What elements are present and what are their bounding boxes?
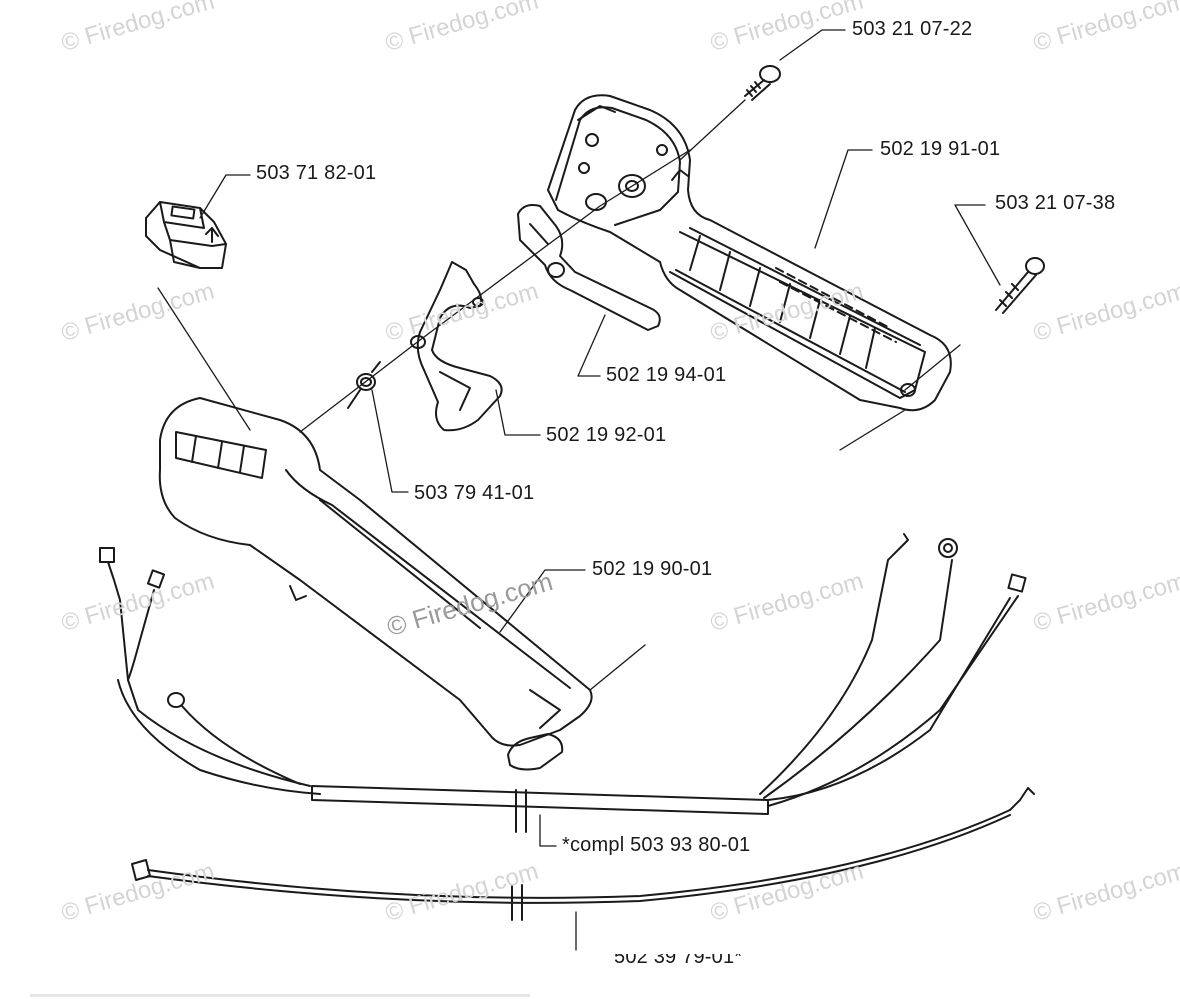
leader-lower-right [839, 409, 906, 451]
leader-screw-top [679, 99, 746, 161]
leader-handle-left [589, 644, 646, 691]
throttle-lever-drawing [517, 204, 661, 331]
screw-right-drawing [995, 257, 1045, 314]
label-leaders [199, 29, 1001, 951]
switch-drawing [145, 201, 227, 269]
leader-switch [157, 287, 251, 431]
part-label-switch: 503 71 82-01 [256, 162, 377, 184]
part-label-screw-top: 503 21 07-22 [852, 18, 973, 40]
leader-screw-right [904, 344, 961, 391]
throttle-lockout-drawing [410, 261, 503, 432]
part-label-handle-left-half: 502 19 90-01 [592, 558, 713, 580]
spring-drawing [347, 361, 381, 409]
bottom-edge-strip [30, 994, 530, 997]
screw-top-drawing [744, 65, 781, 101]
part-label-handle-right-half: 502 19 91-01 [880, 138, 1001, 160]
throttle-cable-drawing [131, 787, 1035, 921]
part-label-spring: 503 79 41-01 [414, 482, 535, 504]
part-label-throttle-lockout: 502 19 92-01 [546, 424, 667, 446]
handle-left-half-drawing [158, 397, 593, 771]
assembly-axis [299, 149, 691, 433]
part-label-throttle-lever: 502 19 94-01 [606, 364, 727, 386]
handle-right-half-drawing [547, 94, 952, 412]
wire-harness-drawing [99, 533, 1027, 833]
part-label-screw-right: 503 21 07-38 [995, 192, 1116, 214]
clip-mask [590, 946, 790, 954]
part-label-wire-harness: *compl 503 93 80-01 [562, 834, 751, 856]
